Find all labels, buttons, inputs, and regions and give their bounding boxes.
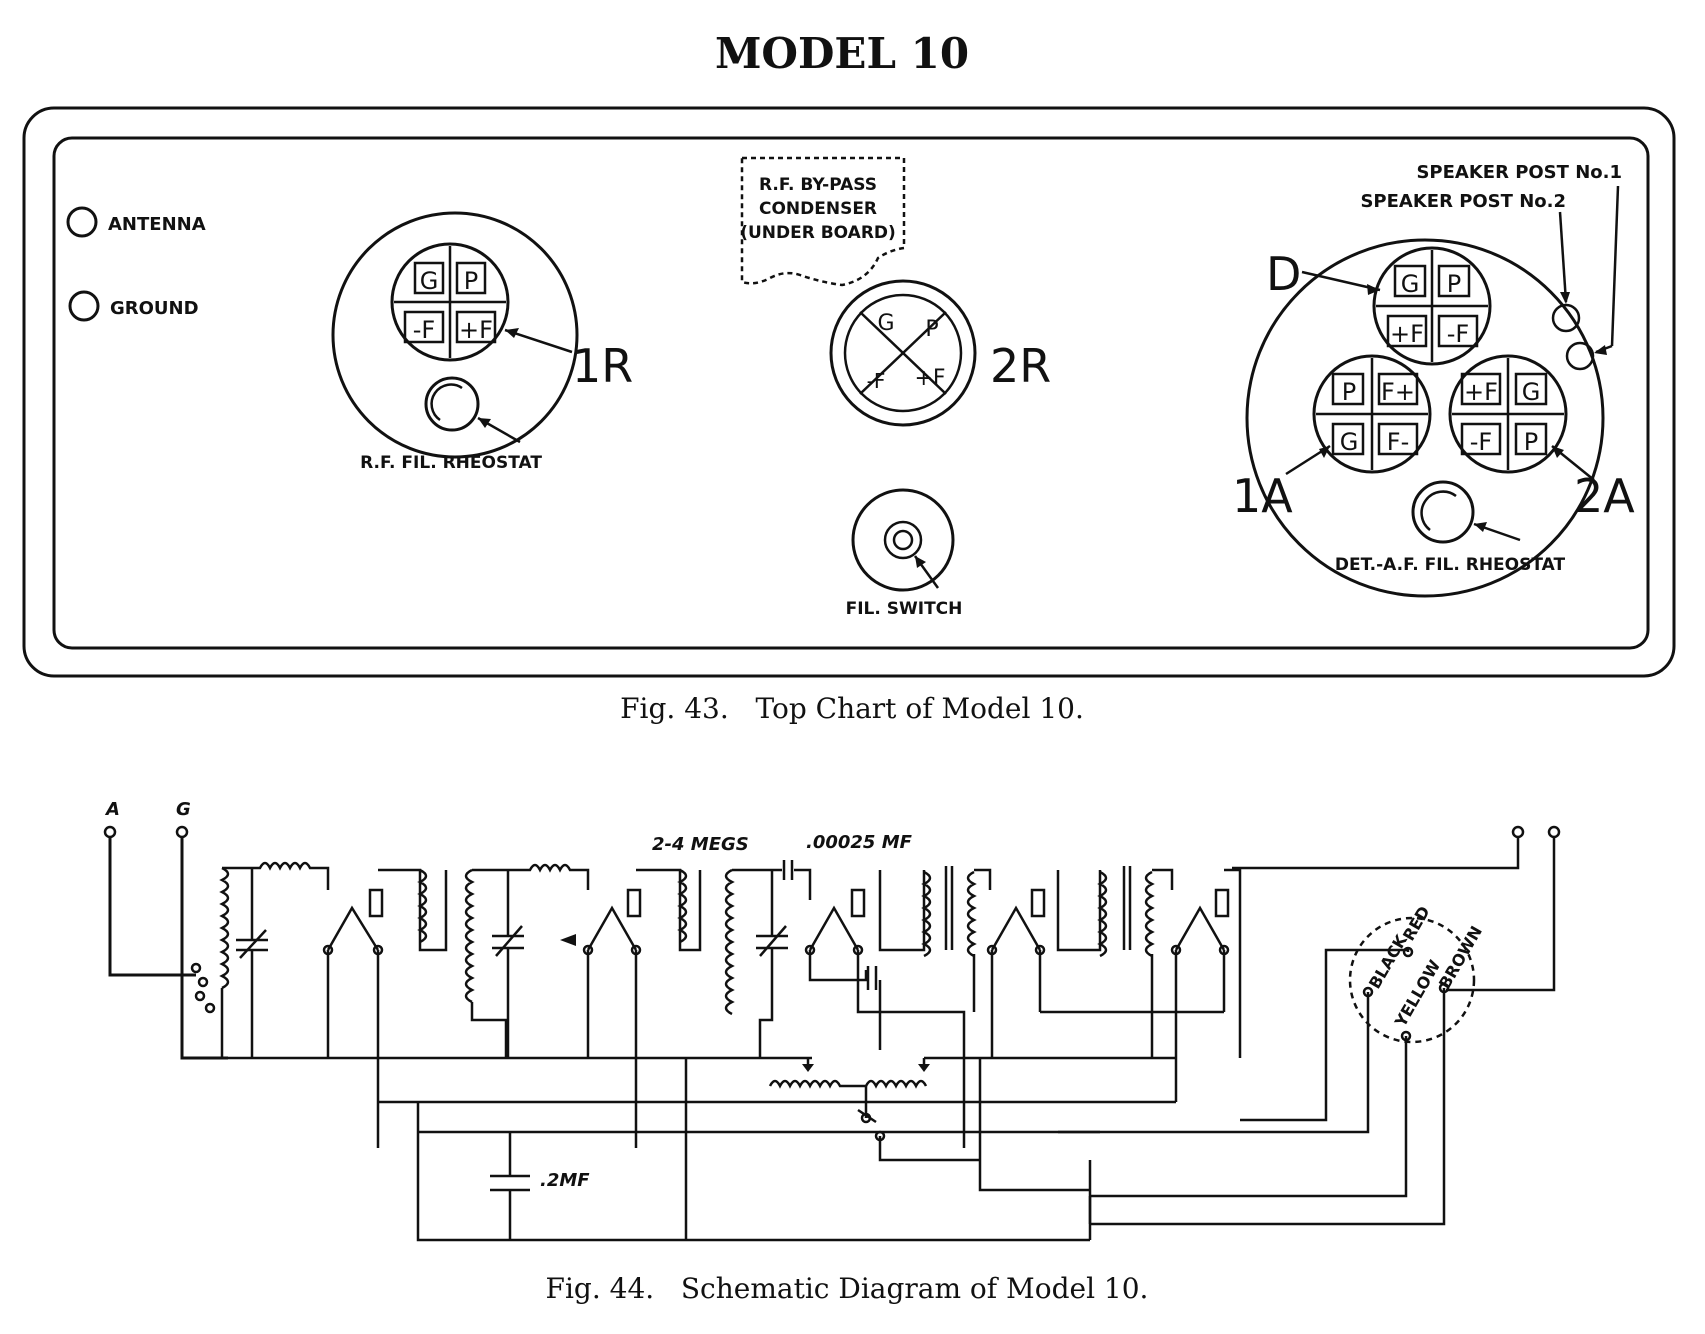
socket-1a-pin-g: G <box>1340 428 1359 456</box>
socket-1a <box>1312 354 1432 474</box>
socket-1r-assembly: G P -F +F 1R R.F. FIL. RHEOSTAT <box>331 211 633 473</box>
fil-switch-label: FIL. SWITCH <box>846 599 963 619</box>
speaker-post-1-icon <box>1565 341 1595 371</box>
speaker-terminal-1-icon <box>1511 825 1525 839</box>
fig43-caption: Fig. 43. Top Chart of Model 10. <box>620 692 1084 725</box>
socket-1r-label: 1R <box>572 339 633 393</box>
socket-2a <box>1448 354 1568 474</box>
terminal-a-label: A <box>104 799 120 820</box>
mount-circle-det <box>1245 238 1605 598</box>
battery-cable-outline <box>1348 916 1476 1044</box>
socket-d-pin-plus-f: +F <box>1390 320 1424 348</box>
socket-2a-pin-p: P <box>1524 428 1538 456</box>
page-title: MODEL 10 <box>715 29 969 78</box>
socket-2r-pin-plus-f: +F <box>914 366 945 391</box>
terminal-g-icon <box>175 825 189 839</box>
cable-black-label: BLACK <box>1365 931 1411 992</box>
mount-circle-1r <box>331 211 579 459</box>
socket-1r-pin-g: G <box>420 267 439 295</box>
inner-board <box>52 136 1650 650</box>
socket-2a-pin-minus-f: -F <box>1470 428 1492 456</box>
ground-label: GROUND <box>110 298 199 319</box>
socket-1r-pin-minus-f: -F <box>413 316 435 344</box>
socket-1a-pin-p: P <box>1342 378 1356 406</box>
socket-1a-pin-f-minus: F- <box>1387 428 1409 456</box>
fil-switch-assembly: FIL. SWITCH <box>846 488 963 619</box>
socket-d-pin-g: G <box>1401 270 1420 298</box>
socket-2r-assembly: R.F. BY-PASS CONDENSER (UNDER BOARD) G P… <box>740 156 1051 427</box>
socket-d-pin-minus-f: -F <box>1447 320 1469 348</box>
det-rheostat-knob-icon <box>1411 480 1475 544</box>
main-condenser-label: .2MF <box>540 1170 590 1191</box>
grid-condenser-label: .00025 MF <box>806 832 913 853</box>
socket-2r <box>829 279 977 427</box>
socket-2a-pin-plus-f: +F <box>1464 378 1498 406</box>
bypass-condenser-outline <box>740 156 906 287</box>
bypass-label-line3: (UNDER BOARD) <box>740 223 896 243</box>
antenna-post-icon <box>66 206 98 238</box>
socket-1r-pin-p: P <box>464 267 478 295</box>
speaker-post-2-icon <box>1551 303 1581 333</box>
socket-2r-pin-g: G <box>877 311 894 336</box>
socket-1a-pin-f-plus: F+ <box>1381 378 1415 406</box>
speaker-post-2-label: SPEAKER POST No.2 <box>1360 191 1566 212</box>
terminal-a-icon <box>103 825 117 839</box>
socket-2r-pin-minus-f: -F <box>867 369 886 393</box>
grid-leak-label: 2-4 MEGS <box>652 834 749 855</box>
socket-d <box>1372 246 1492 366</box>
rf-rheostat-knob-icon <box>424 376 480 432</box>
socket-2a-pin-g: G <box>1522 378 1541 406</box>
terminal-g-label: G <box>176 799 191 820</box>
antenna-label: ANTENNA <box>108 214 206 235</box>
socket-1a-label: 1A <box>1232 469 1293 523</box>
socket-1r <box>390 242 510 362</box>
socket-1r-pin-plus-f: +F <box>459 316 493 344</box>
socket-2a-label: 2A <box>1574 469 1635 523</box>
socket-d-pin-p: P <box>1447 270 1461 298</box>
top-chart: ANTENNA GROUND G P -F +F 1R R.F. FIL. RH… <box>22 106 1676 678</box>
ground-post-icon <box>68 290 100 322</box>
rf-rheostat-label: R.F. FIL. RHEOSTAT <box>360 453 542 473</box>
socket-2r-label: 2R <box>990 339 1051 393</box>
det-rheostat-label: DET.-A.F. FIL. RHEOSTAT <box>1335 555 1566 575</box>
speaker-post-1-label: SPEAKER POST No.1 <box>1416 162 1622 183</box>
bypass-label-line1: R.F. BY-PASS <box>759 175 877 195</box>
cable-yellow-label: YELLOW <box>1391 956 1445 1030</box>
socket-d-label: D <box>1266 247 1301 301</box>
det-af-assembly: G P +F -F D P F+ G F- 1A <box>1232 162 1635 598</box>
bypass-label-line2: CONDENSER <box>759 199 877 219</box>
socket-2r-pin-p: P <box>925 317 938 342</box>
fil-switch-icon <box>851 488 955 592</box>
outer-board <box>22 106 1676 678</box>
schematic: A G 2-4 MEGS .0 <box>103 799 1561 1242</box>
speaker-terminal-2-icon <box>1547 825 1561 839</box>
cable-brown-label: BROWN <box>1435 923 1486 992</box>
fig44-caption: Fig. 44. Schematic Diagram of Model 10. <box>546 1272 1149 1305</box>
